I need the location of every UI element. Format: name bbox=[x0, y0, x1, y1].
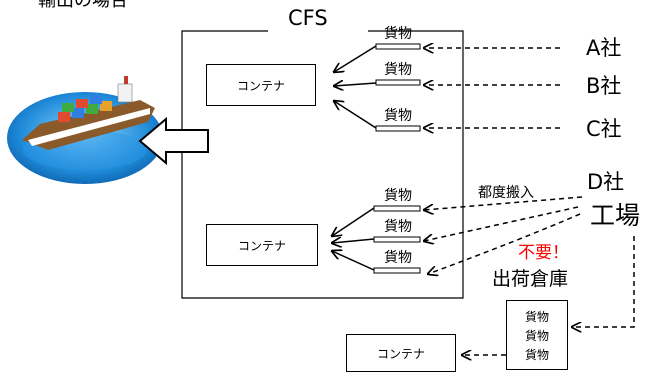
arrow-factory-to-cargo-3 bbox=[428, 213, 581, 274]
company-a-label: A社 bbox=[586, 36, 622, 60]
cargo-bar-b bbox=[375, 79, 421, 86]
company-b-label: B社 bbox=[586, 74, 622, 98]
arrow-cargo-b-to-container bbox=[334, 83, 377, 86]
container-box-warehouse: コンテナ bbox=[346, 334, 456, 372]
arrow-cargo-d1-to-container bbox=[332, 207, 375, 236]
cargo-label: 貨物 bbox=[524, 347, 549, 362]
company-d-label: D社 bbox=[587, 170, 625, 194]
cfs-label: CFS bbox=[288, 6, 328, 30]
carry-in-label: 都度搬入 bbox=[478, 185, 534, 201]
container-label: コンテナ bbox=[237, 238, 286, 253]
arrow-factory-to-warehouse bbox=[572, 236, 635, 327]
factory-label: 工場 bbox=[590, 201, 641, 230]
shipping-warehouse-label: 出荷倉庫 bbox=[492, 268, 569, 290]
heading-partial: 輸出の場合 bbox=[38, 0, 128, 11]
arrow-cargo-a-to-container bbox=[334, 45, 377, 72]
warehouse-cargo-box: 貨物 貨物 貨物 bbox=[506, 300, 568, 370]
arrow-cargo-d3-to-container bbox=[332, 251, 375, 271]
container-box-top: コンテナ bbox=[206, 64, 316, 106]
cargo-label: 貨物 bbox=[384, 62, 412, 78]
company-c-label: C社 bbox=[586, 117, 622, 141]
cargo-label: 貨物 bbox=[384, 108, 412, 124]
container-label: コンテナ bbox=[376, 346, 425, 361]
cargo-bar-c bbox=[375, 125, 421, 132]
cfs-frame bbox=[181, 30, 464, 299]
arrow-cargo-d2-to-container bbox=[332, 239, 375, 243]
cargo-label: 貨物 bbox=[384, 250, 412, 266]
container-box-bottom: コンテナ bbox=[206, 224, 318, 266]
cargo-label: 貨物 bbox=[384, 26, 412, 42]
cargo-bar-a bbox=[375, 43, 421, 50]
cargo-label: 貨物 bbox=[384, 188, 412, 204]
unnecessary-label: 不要！ bbox=[518, 243, 569, 263]
cargo-bar-d2 bbox=[373, 236, 421, 243]
cargo-label: 貨物 bbox=[524, 328, 549, 343]
cargo-label: 貨物 bbox=[384, 219, 412, 235]
cargo-bar-d1 bbox=[373, 205, 421, 212]
cargo-label: 貨物 bbox=[524, 309, 549, 324]
export-arrow-icon bbox=[138, 116, 209, 166]
container-ship-icon bbox=[7, 76, 163, 184]
container-label: コンテナ bbox=[236, 78, 285, 93]
cargo-bar-d3 bbox=[373, 267, 421, 274]
arrow-cargo-c-to-container bbox=[334, 101, 377, 129]
